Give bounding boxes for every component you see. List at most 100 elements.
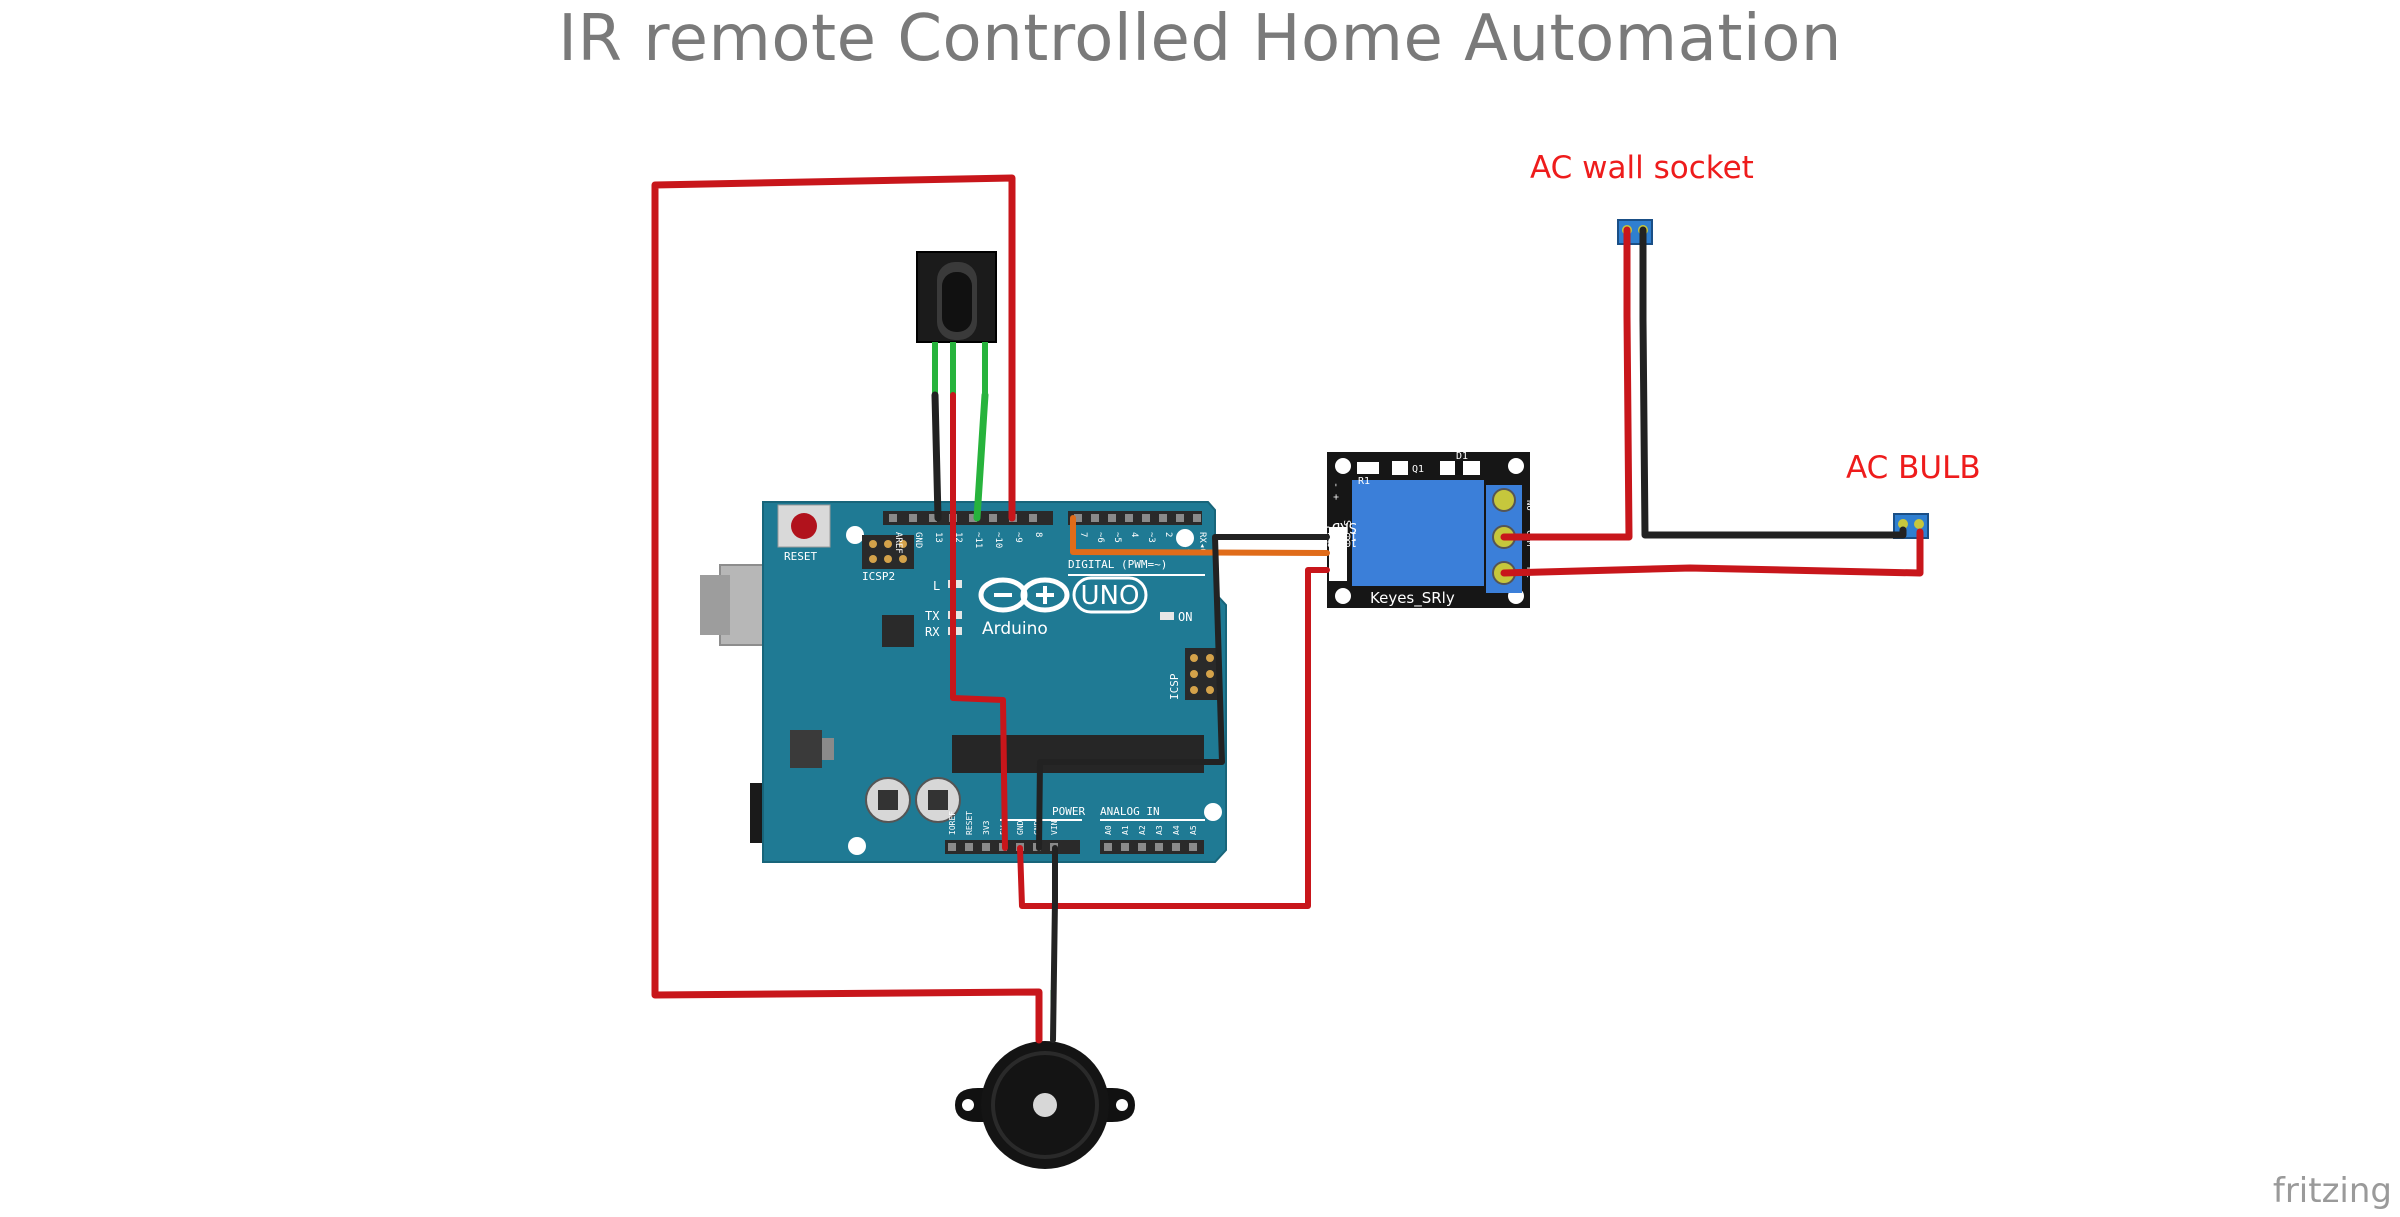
mount-hole — [1508, 458, 1524, 474]
relay-rating-2: 10A 30VDC 10A 28VDC — [1243, 537, 1357, 548]
capacitor-top — [878, 790, 898, 810]
fritzing-watermark: fritzing — [2272, 1171, 2392, 1211]
top-pin-label: 12 — [953, 532, 963, 543]
arduino-logo — [978, 576, 1148, 614]
wires — [651, 174, 1924, 1044]
relay-pin-minus: - — [1330, 482, 1341, 488]
led-rx-label: RX — [925, 625, 940, 639]
usb-connector-edge — [700, 575, 730, 635]
label-ac-bulb: AC BULB — [1846, 450, 1981, 486]
top-pin-label: GND — [913, 532, 923, 548]
relay-no-text: NO — [1524, 500, 1534, 511]
bottom-pin-label: A3 — [1155, 825, 1164, 835]
top-pin-label: 2 — [1163, 532, 1173, 537]
top-pin-label: ~9 — [1013, 532, 1023, 543]
header-pin — [1193, 514, 1201, 522]
label-ac-wall-socket: AC wall socket — [1530, 150, 1754, 186]
mount-hole — [1176, 529, 1194, 547]
bottom-pin-label: A2 — [1138, 825, 1147, 835]
reset-label: RESET — [784, 550, 817, 563]
header-pin — [889, 514, 897, 522]
bottom-pin-label: A0 — [1104, 825, 1113, 835]
arduino-text: Arduino — [982, 619, 1048, 639]
relay-module: SRD-05VDC-SL-C 10A 250VAC 10A 125VAC 10A… — [1231, 451, 1534, 608]
wire-ir-signal — [973, 391, 989, 522]
top-pin-label: 7 — [1078, 532, 1088, 537]
wire-ac-neutral-to-bulb — [1639, 226, 1907, 539]
bottom-pin-label: VIN — [1050, 820, 1059, 835]
wire-ir-gnd — [931, 391, 942, 522]
mount-hole — [1335, 588, 1351, 604]
led-l-label: L — [933, 579, 940, 593]
relay-diode-band — [1455, 461, 1463, 475]
capacitor-top — [928, 790, 948, 810]
header-pin — [1176, 514, 1184, 522]
header-pin — [1159, 514, 1167, 522]
header-pin — [1155, 843, 1163, 851]
mount-hole — [846, 526, 864, 544]
bottom-pin-label: 3V3 — [982, 820, 991, 835]
wire-buzzer-gnd — [1050, 845, 1058, 1043]
power-label: POWER — [1052, 805, 1085, 818]
relay-terminal-screw-no — [1492, 488, 1516, 512]
wire-ac-live-to-com — [1500, 226, 1633, 541]
piezo-buzzer — [955, 990, 1135, 1169]
atmega-chip — [952, 735, 1204, 773]
top-pin-label: ~11 — [973, 532, 983, 548]
header-pin — [1091, 514, 1099, 522]
top-pin-label: TX▸1 — [1180, 532, 1190, 554]
relay-d1-label: D1 — [1456, 451, 1468, 462]
bottom-pin-label: A1 — [1121, 825, 1130, 835]
top-pin-label: 8 — [1033, 532, 1043, 537]
relay-resistor — [1357, 462, 1379, 474]
header-pin — [1121, 843, 1129, 851]
header-pin — [1108, 514, 1116, 522]
relay-pin-s: S — [1341, 520, 1352, 526]
icsp-header — [1185, 648, 1219, 700]
wire-pin10-to-buzzer — [651, 174, 1043, 1044]
top-pin-label: ~3 — [1146, 532, 1156, 543]
top-pin-label: RX◂0 — [1197, 532, 1207, 554]
top-pin-label: AREF — [893, 532, 903, 554]
header-bottom-right — [1100, 840, 1204, 854]
wire-ir-vcc-to-5v — [950, 392, 1008, 851]
led-on — [1160, 612, 1174, 620]
header-pin — [989, 514, 997, 522]
relay-name: Keyes_SRly — [1370, 589, 1455, 608]
header-pin — [965, 843, 973, 851]
header-pin — [1029, 514, 1037, 522]
top-pin-label: ~10 — [993, 532, 1003, 548]
header-pin — [1125, 514, 1133, 522]
relay-pin-header — [1329, 527, 1347, 581]
analog-label: ANALOG IN — [1100, 805, 1160, 818]
relay-transistor — [1392, 461, 1408, 475]
header-top-right — [1068, 511, 1202, 525]
bottom-pin-label: IOREF — [948, 811, 957, 835]
mount-hole — [1335, 458, 1351, 474]
uno-text: UNO — [1081, 581, 1140, 611]
header-pin — [1172, 843, 1180, 851]
diagram-title: IR remote Controlled Home Automation — [558, 2, 1842, 76]
relay-body — [1352, 480, 1484, 586]
header-pin — [982, 843, 990, 851]
bottom-pin-label: A4 — [1172, 825, 1181, 835]
ir-receiver — [916, 251, 997, 395]
relay-pin-plus: + — [1330, 494, 1341, 500]
header-pin — [1104, 843, 1112, 851]
wire-relay-vcc — [1017, 567, 1330, 909]
header-pin — [1189, 843, 1197, 851]
header-pin — [1138, 843, 1146, 851]
top-pin-label: 4 — [1129, 532, 1139, 537]
header-pin — [1074, 514, 1082, 522]
ac-wall-socket-terminal — [1617, 219, 1653, 245]
bottom-pin-label: RESET — [965, 811, 974, 835]
icsp2-header — [862, 535, 914, 569]
usb-chip — [882, 615, 914, 647]
header-pin — [1142, 514, 1150, 522]
header-pin — [909, 514, 917, 522]
relay-part-text: SRD-05VDC-SL-C — [1239, 519, 1357, 535]
icsp2-label: ICSP2 — [862, 570, 895, 583]
